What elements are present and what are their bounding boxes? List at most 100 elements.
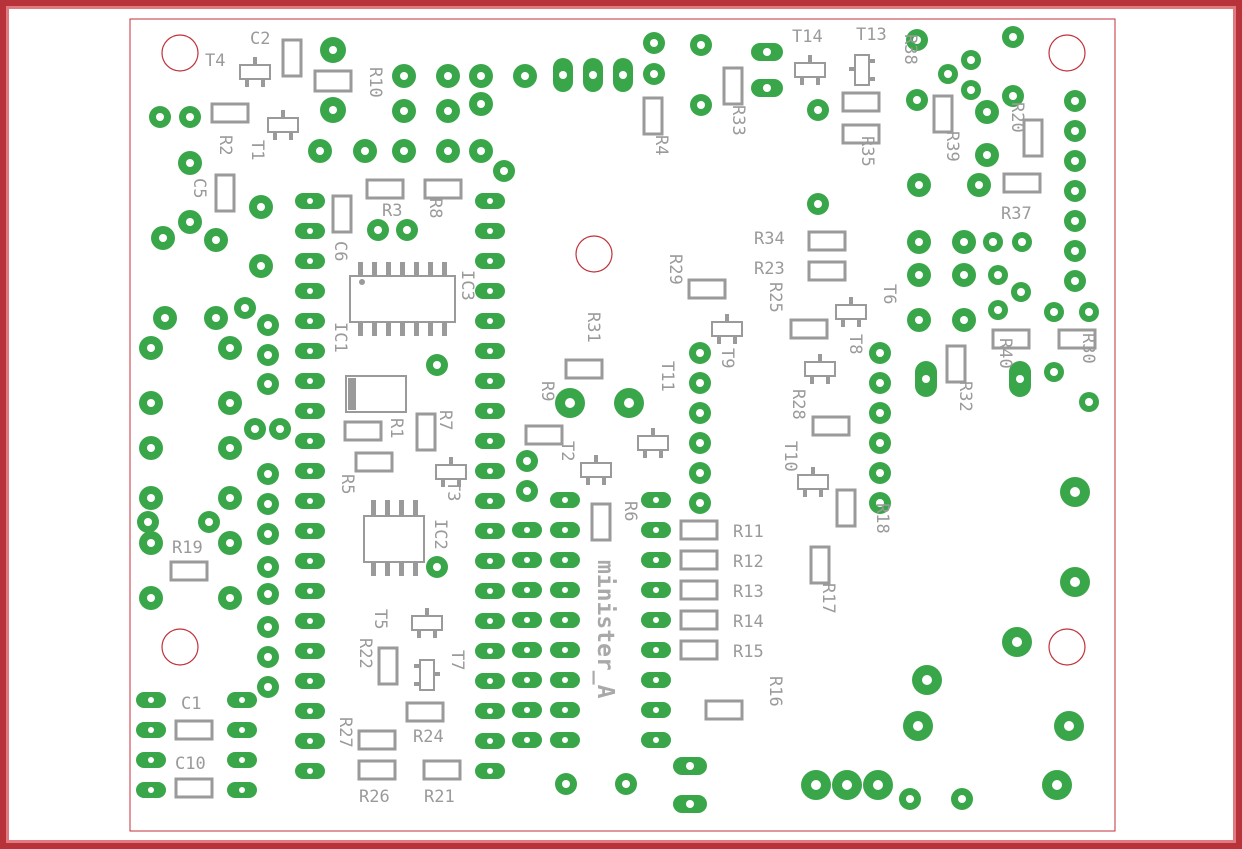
ic-pin bbox=[428, 322, 433, 336]
ic-pin bbox=[414, 262, 419, 276]
label-R30: R30 bbox=[1078, 333, 1098, 364]
label-R4: R4 bbox=[651, 135, 671, 155]
label-R3: R3 bbox=[382, 201, 402, 221]
label-R8: R8 bbox=[425, 198, 445, 218]
label-T14: T14 bbox=[792, 27, 823, 47]
label-R19: R19 bbox=[172, 538, 203, 558]
ic-pin bbox=[413, 562, 418, 576]
label-T2: T2 bbox=[557, 441, 577, 461]
label-R17: R17 bbox=[818, 583, 838, 614]
ic-pin bbox=[442, 262, 447, 276]
middle-connector-pads bbox=[512, 492, 671, 748]
label-R29: R29 bbox=[665, 254, 685, 285]
label-R10: R10 bbox=[365, 67, 385, 98]
ic2-footprint bbox=[363, 500, 425, 576]
label-R14: R14 bbox=[733, 612, 764, 632]
label-R7: R7 bbox=[435, 410, 455, 430]
label-T6: T6 bbox=[879, 284, 899, 304]
label-C10: C10 bbox=[175, 754, 206, 774]
label-R24: R24 bbox=[413, 727, 444, 747]
top-pads bbox=[308, 32, 829, 241]
silkscreen-labels: C2 T4 R2 T1 C5 R10 R3 R8 C6 IC3 IC1 R1 R… bbox=[172, 25, 1098, 807]
right-pads bbox=[801, 26, 1099, 810]
label-R1: R1 bbox=[386, 418, 406, 438]
ic3-footprint bbox=[349, 262, 456, 336]
label-R23: R23 bbox=[754, 259, 785, 279]
left-connector-pads bbox=[137, 106, 273, 610]
pad-column-268 bbox=[244, 314, 291, 698]
ic-pin bbox=[413, 500, 418, 516]
label-R2: R2 bbox=[215, 135, 235, 155]
label-IC3: IC3 bbox=[457, 270, 477, 301]
label-R12: R12 bbox=[733, 552, 764, 572]
label-R13: R13 bbox=[733, 582, 764, 602]
label-R26: R26 bbox=[359, 787, 390, 807]
label-R33: R33 bbox=[728, 105, 748, 136]
label-R27: R27 bbox=[335, 717, 355, 748]
label-R40: R40 bbox=[995, 338, 1015, 369]
label-C5: C5 bbox=[189, 178, 209, 198]
label-C2: C2 bbox=[250, 29, 270, 49]
label-T7: T7 bbox=[447, 650, 467, 670]
ic-pin bbox=[442, 322, 447, 336]
label-T13: T13 bbox=[856, 25, 887, 45]
board-name-label: minister_A bbox=[592, 560, 618, 699]
label-R39: R39 bbox=[942, 131, 962, 162]
pad-column-880 bbox=[869, 342, 891, 514]
label-T9: T9 bbox=[717, 348, 737, 368]
pad-column-700 bbox=[689, 342, 711, 514]
ic-pin bbox=[371, 500, 376, 516]
ic-pin bbox=[428, 262, 433, 276]
label-T1: T1 bbox=[247, 140, 267, 160]
label-R25: R25 bbox=[765, 282, 785, 313]
label-R20: R20 bbox=[1007, 102, 1027, 133]
label-R38: R38 bbox=[900, 34, 920, 65]
label-R16: R16 bbox=[765, 676, 785, 707]
ic-pin bbox=[385, 500, 390, 516]
label-T4: T4 bbox=[205, 51, 225, 71]
label-R35: R35 bbox=[857, 136, 877, 167]
label-R28: R28 bbox=[788, 389, 808, 420]
through-hole-pads bbox=[136, 26, 1099, 813]
bottom-left-pads bbox=[136, 692, 257, 798]
label-R31: R31 bbox=[583, 312, 603, 343]
ic-pin bbox=[400, 322, 405, 336]
ic-pin bbox=[386, 262, 391, 276]
label-R5: R5 bbox=[337, 474, 357, 494]
ic-pin bbox=[358, 322, 363, 336]
label-R34: R34 bbox=[754, 229, 785, 249]
label-T8: T8 bbox=[845, 334, 865, 354]
label-T11: T11 bbox=[657, 361, 677, 392]
label-C6: C6 bbox=[330, 241, 350, 261]
ic1-dip-pads bbox=[295, 193, 505, 779]
ic-pin bbox=[371, 562, 376, 576]
label-R18: R18 bbox=[872, 503, 892, 534]
label-R9: R9 bbox=[537, 381, 557, 401]
label-IC1: IC1 bbox=[330, 322, 350, 353]
mid-pads bbox=[426, 354, 707, 813]
label-C1: C1 bbox=[181, 694, 201, 714]
label-R32: R32 bbox=[955, 381, 975, 412]
label-T5: T5 bbox=[370, 609, 390, 629]
label-R15: R15 bbox=[733, 642, 764, 662]
label-R37: R37 bbox=[1001, 204, 1032, 224]
label-IC2: IC2 bbox=[430, 519, 450, 550]
ic-pin bbox=[414, 322, 419, 336]
label-R6: R6 bbox=[620, 501, 640, 521]
smd-footprints bbox=[169, 38, 1097, 799]
board-outline bbox=[129, 18, 1116, 832]
label-R11: R11 bbox=[733, 522, 764, 542]
ic-pin bbox=[372, 262, 377, 276]
ic-pin bbox=[385, 562, 390, 576]
ic-pin bbox=[372, 322, 377, 336]
label-R21: R21 bbox=[424, 787, 455, 807]
label-T10: T10 bbox=[780, 441, 800, 472]
mounting-holes bbox=[161, 34, 1086, 666]
label-R22: R22 bbox=[355, 638, 375, 669]
ic-pin bbox=[386, 322, 391, 336]
label-T3: T3 bbox=[443, 481, 463, 501]
ic-pin bbox=[399, 562, 404, 576]
ic-pin bbox=[399, 500, 404, 516]
ic-pin bbox=[400, 262, 405, 276]
